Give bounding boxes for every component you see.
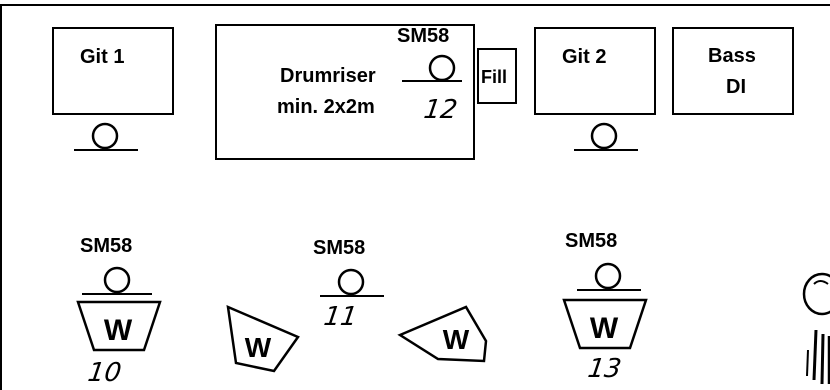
front-mic-3-label: SM58: [565, 230, 618, 252]
mic-stand-icon: [574, 122, 638, 151]
wedge-monitor-icon: W: [562, 298, 648, 350]
front-mic-3-channel: 13: [585, 354, 624, 384]
wedge-label: W: [104, 314, 133, 347]
mic-stand-icon: [402, 54, 462, 82]
front-mic-1-label: SM58: [80, 235, 133, 257]
bass-label: Bass: [708, 45, 756, 67]
wedge-monitor-icon: W: [397, 305, 488, 363]
mic-stand-icon: [82, 266, 152, 295]
git2-label: Git 2: [562, 46, 607, 68]
wedge-monitor-icon: W: [226, 304, 300, 373]
front-mic-2-label: SM58: [313, 237, 366, 259]
performer-icon: [802, 272, 830, 385]
drumriser: SM58 Drumriser min. 2x2m 12: [215, 24, 475, 160]
wedge-label: W: [443, 324, 470, 355]
fill-label: Fill: [481, 67, 507, 87]
drumriser-mic-label: SM58: [397, 25, 450, 47]
fill-box: Fill: [477, 48, 517, 104]
wedge-label: W: [245, 332, 272, 363]
git2-amp: Git 2: [534, 27, 656, 115]
drumriser-size: min. 2x2m: [277, 96, 375, 118]
bass-di: Bass DI: [672, 27, 794, 115]
git1-amp: Git 1: [52, 27, 174, 115]
mic-stand-icon: [74, 122, 138, 151]
drumriser-label: Drumriser: [280, 65, 376, 87]
wedge-monitor-icon: W: [76, 300, 162, 352]
mic-stand-icon: [577, 262, 641, 291]
git1-label: Git 1: [80, 46, 125, 68]
front-mic-2-channel: 11: [321, 302, 360, 332]
di-label: DI: [726, 76, 746, 98]
mic-stand-icon: [320, 268, 384, 297]
drumriser-channel: 12: [421, 95, 460, 125]
front-mic-1-channel: 10: [85, 358, 124, 388]
wedge-label: W: [590, 312, 619, 345]
